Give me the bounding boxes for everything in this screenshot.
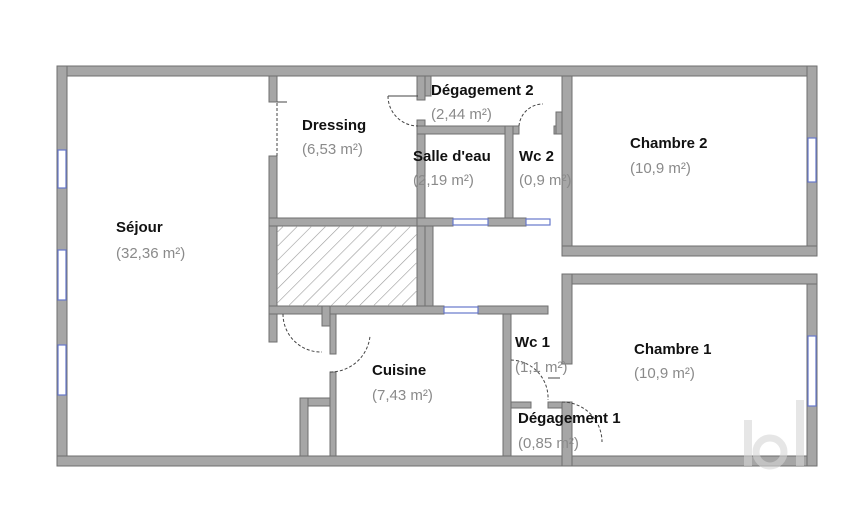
window-wc2	[525, 218, 551, 226]
watermark-logo	[744, 400, 804, 470]
window-salle-eau	[452, 218, 489, 226]
room-name-salle-eau: Salle d'eau	[413, 148, 491, 165]
room-area-salle-eau: (2,19 m²)	[413, 172, 474, 189]
room-area-degagement2: (2,44 m²)	[431, 106, 492, 123]
room-area-cuisine: (7,43 m²)	[372, 387, 433, 404]
room-name-dressing: Dressing	[302, 117, 366, 134]
room-name-wc1: Wc 1	[515, 334, 550, 351]
room-area-wc2: (0,9 m²)	[519, 172, 572, 189]
window-sejour-1	[57, 149, 67, 189]
window-chambre2	[807, 137, 817, 183]
window-chambre1	[807, 335, 817, 407]
room-name-cuisine: Cuisine	[372, 362, 426, 379]
room-area-degagement1: (0,85 m²)	[518, 435, 579, 452]
hatched-closet	[277, 226, 417, 306]
window-sejour-2	[57, 249, 67, 301]
window-sejour-3	[57, 344, 67, 396]
room-name-chambre2: Chambre 2	[630, 135, 708, 152]
doors	[276, 95, 603, 443]
room-area-dressing: (6,53 m²)	[302, 141, 363, 158]
room-name-degagement1: Dégagement 1	[518, 410, 621, 427]
room-area-chambre2: (10,9 m²)	[630, 160, 691, 177]
room-area-sejour: (32,36 m²)	[116, 245, 185, 262]
windows	[57, 137, 817, 407]
room-name-wc2: Wc 2	[519, 148, 554, 165]
room-area-chambre1: (10,9 m²)	[634, 365, 695, 382]
room-area-wc1: (1,1 m²)	[515, 359, 568, 376]
door-closet	[282, 313, 323, 353]
door-wc1	[510, 359, 549, 401]
room-name-chambre1: Chambre 1	[634, 341, 712, 358]
room-name-degagement2: Dégagement 2	[431, 82, 534, 99]
door-degagement1	[561, 401, 603, 443]
room-name-sejour: Séjour	[116, 219, 163, 236]
room-labels: Séjour (32,36 m²) Dressing (6,53 m²) Dég…	[116, 82, 712, 452]
door-cuisine	[329, 335, 371, 373]
door-salle-eau	[518, 103, 544, 127]
door-degagement2	[387, 95, 419, 127]
window-hall	[443, 306, 479, 314]
